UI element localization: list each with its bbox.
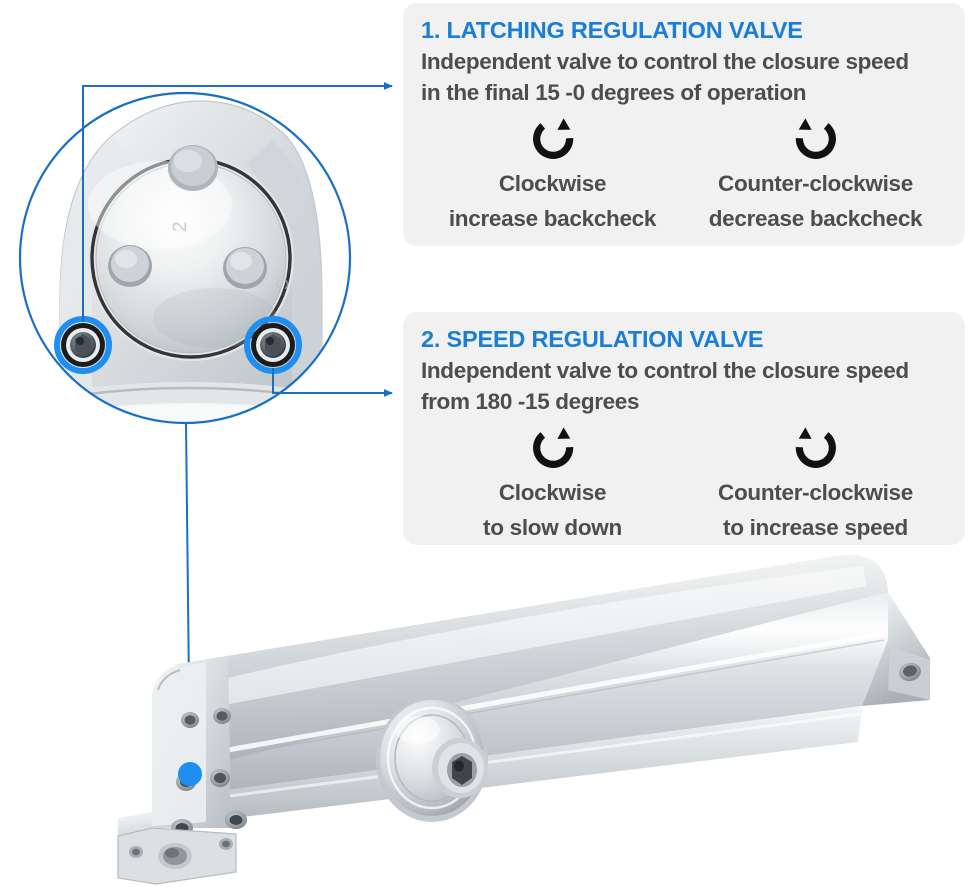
rotation-row-latching: Clockwise increase backcheck Counter-clo… xyxy=(421,115,947,233)
rotation-clockwise-latching: Clockwise increase backcheck xyxy=(421,115,684,233)
svg-text:S: S xyxy=(273,279,292,290)
panel-desc-speed-line2: from 180 -15 degrees xyxy=(421,389,640,414)
rotation-effect-label: decrease backcheck xyxy=(708,206,923,231)
counter-clockwise-rotation-icon xyxy=(795,118,836,159)
leader-line-product xyxy=(185,422,191,775)
panel-desc-latching-line1: Independent valve to control the closure… xyxy=(421,49,909,74)
panel-desc-latching-line2: in the final 15 -0 degrees of operation xyxy=(421,80,807,105)
callout-panel-latching: 1. LATCHING REGULATION VALVE Independent… xyxy=(403,3,965,246)
counter-clockwise-rotation-icon xyxy=(795,427,836,468)
leader-line-speed xyxy=(272,368,393,397)
leader-line-latching xyxy=(82,82,393,322)
panel-title-speed: 2. SPEED REGULATION VALVE xyxy=(421,326,764,352)
rotation-counter-clockwise-speed: Counter-clockwise to increase speed xyxy=(684,424,947,542)
product-end-cap xyxy=(152,656,247,837)
valve-location-dot xyxy=(178,762,202,786)
svg-text:2: 2 xyxy=(170,221,191,232)
clockwise-rotation-icon xyxy=(532,427,573,468)
rotation-effect-label: to increase speed xyxy=(723,515,908,540)
speed-valve-screw xyxy=(244,316,302,374)
rotation-row-speed: Clockwise to slow down Counter-clockwise… xyxy=(421,424,947,542)
panel-desc-speed-line1: Independent valve to control the closure… xyxy=(421,358,909,383)
door-closer-body xyxy=(117,554,930,885)
rotation-effect-label: increase backcheck xyxy=(448,206,657,231)
rotation-counter-clockwise-latching: Counter-clockwise decrease backcheck xyxy=(684,115,947,233)
rotation-direction-label: Counter-clockwise xyxy=(718,171,913,196)
panel-title-latching: 1. LATCHING REGULATION VALVE xyxy=(421,17,803,43)
rotation-effect-label: to slow down xyxy=(483,515,622,540)
rotation-direction-label: Counter-clockwise xyxy=(718,480,913,505)
clockwise-rotation-icon xyxy=(532,118,573,159)
rotation-direction-label: Clockwise xyxy=(498,171,607,196)
rotation-clockwise-speed: Clockwise to slow down xyxy=(421,424,684,542)
magnified-valve-detail: 2 S xyxy=(18,91,352,425)
latching-valve-screw xyxy=(54,316,112,374)
pinion-spindle xyxy=(376,698,488,822)
rotation-direction-label: Clockwise xyxy=(498,480,607,505)
callout-panel-speed: 2. SPEED REGULATION VALVE Independent va… xyxy=(403,312,965,545)
